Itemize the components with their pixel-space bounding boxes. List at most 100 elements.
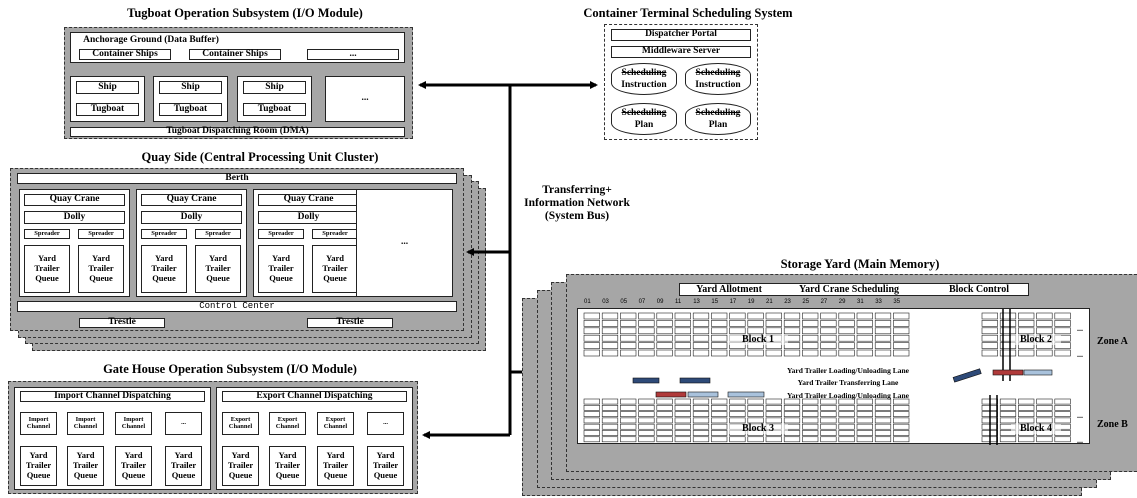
container-slot bbox=[783, 320, 801, 327]
container-slot bbox=[711, 312, 728, 320]
container-slot bbox=[583, 404, 600, 411]
anchorage-title: Anchorage Ground (Data Buffer) bbox=[83, 35, 219, 45]
container-slot bbox=[620, 423, 637, 430]
container-slot bbox=[765, 436, 782, 443]
container-slot bbox=[765, 398, 782, 405]
container-slot bbox=[838, 349, 855, 357]
container-slot bbox=[1036, 417, 1053, 424]
yard-trailer-queue: Yard Trailer Queue bbox=[67, 446, 104, 486]
container-slot bbox=[893, 404, 910, 411]
container-slot bbox=[856, 349, 873, 357]
container-slot bbox=[747, 404, 764, 411]
container-slot bbox=[1054, 349, 1071, 357]
container-slot bbox=[893, 411, 910, 417]
container-slot bbox=[711, 398, 728, 405]
container-slot bbox=[692, 436, 710, 443]
ship-box: Ship bbox=[159, 81, 222, 94]
container-slot bbox=[601, 349, 619, 357]
gate-panel: Import Channel Dispatching Import Channe… bbox=[8, 381, 418, 494]
container-slot bbox=[692, 430, 710, 436]
container-slot bbox=[729, 398, 746, 405]
db-label: Scheduling bbox=[621, 108, 667, 118]
container-slot bbox=[1018, 349, 1035, 357]
container-slot bbox=[802, 436, 819, 443]
container-slot bbox=[638, 349, 655, 357]
bay-number: 25 bbox=[802, 299, 810, 305]
block-2-label: Block 2 bbox=[1011, 335, 1061, 345]
container-slot bbox=[820, 423, 837, 430]
container-ships-slot: Container Ships bbox=[79, 49, 171, 60]
quay-crane-group: Quay Crane Dolly Spreader Spreader Yard … bbox=[136, 189, 247, 297]
import-dispatching: Import Channel Dispatching Import Channe… bbox=[14, 387, 211, 490]
lane-bottom-label: Yard Trailer Loading/Unloading Lane bbox=[787, 391, 909, 400]
db-scheduling-plan: Scheduling Plan bbox=[611, 103, 677, 135]
container-slot bbox=[583, 423, 600, 430]
container-slot bbox=[711, 404, 728, 411]
yard-title: Storage Yard (Main Memory) bbox=[780, 257, 940, 271]
container-slot bbox=[583, 417, 600, 424]
import-channel: Import Channel bbox=[115, 412, 152, 435]
zone-b-label: Zone B bbox=[1097, 419, 1128, 430]
container-slot bbox=[601, 423, 619, 430]
bay-number: 19 bbox=[747, 299, 755, 305]
container-slot bbox=[620, 312, 637, 320]
container-slot bbox=[711, 342, 728, 349]
container-slot bbox=[1036, 327, 1053, 335]
container-slot bbox=[638, 436, 655, 443]
container-slot bbox=[601, 342, 619, 349]
container-slot bbox=[656, 334, 673, 342]
ship-box: Ship bbox=[76, 81, 139, 94]
container-slot bbox=[874, 411, 892, 417]
quay-more: ... bbox=[356, 189, 453, 297]
quay-crane: Quay Crane bbox=[24, 194, 125, 206]
container-slot bbox=[856, 430, 873, 436]
container-slot bbox=[802, 398, 819, 405]
spreader: Spreader bbox=[141, 229, 187, 239]
container-slot bbox=[692, 312, 710, 320]
container-slot bbox=[999, 320, 1017, 327]
container-slot bbox=[765, 327, 782, 335]
container-slot bbox=[711, 423, 728, 430]
db-scheduling-plan: Scheduling Plan bbox=[685, 103, 751, 135]
container-slot bbox=[729, 327, 746, 335]
container-slot bbox=[981, 320, 998, 327]
container-slot bbox=[874, 430, 892, 436]
export-more: ... bbox=[367, 412, 404, 435]
container-slot bbox=[838, 430, 855, 436]
yard-trailer bbox=[679, 377, 711, 384]
container-slot bbox=[1036, 436, 1053, 443]
container-slot bbox=[747, 312, 764, 320]
container-slot bbox=[820, 411, 837, 417]
anchorage-more: ... bbox=[307, 49, 399, 60]
container-slot bbox=[802, 349, 819, 357]
container-slot bbox=[802, 430, 819, 436]
container-slot bbox=[802, 334, 819, 342]
yard-trailer-queue: Yard Trailer Queue bbox=[258, 245, 304, 293]
db-label: Scheduling bbox=[621, 68, 667, 78]
bay-number: 17 bbox=[729, 299, 737, 305]
yard-trailer-queue: Yard Trailer Queue bbox=[312, 245, 358, 293]
container-slot bbox=[747, 436, 764, 443]
yard-zone-area: Block 1 Block 2 Block 3 Block 4 Yard Tra… bbox=[577, 308, 1090, 445]
container-slot bbox=[874, 342, 892, 349]
container-slot bbox=[874, 312, 892, 320]
container-slot bbox=[656, 342, 673, 349]
container-slot bbox=[999, 312, 1017, 320]
container-slot bbox=[783, 312, 801, 320]
middleware-server: Middleware Server bbox=[611, 46, 751, 58]
lane-top-label: Yard Trailer Loading/Unloading Lane bbox=[787, 366, 909, 375]
container-slot bbox=[820, 436, 837, 443]
container-slot bbox=[1054, 398, 1071, 405]
container-slot bbox=[692, 349, 710, 357]
quay-title: Quay Side (Central Processing Unit Clust… bbox=[141, 150, 379, 164]
container-slot bbox=[856, 423, 873, 430]
container-slot bbox=[674, 404, 691, 411]
bay-number: 23 bbox=[784, 299, 791, 305]
import-channel: Import Channel bbox=[20, 412, 57, 435]
container-slot bbox=[1054, 417, 1071, 424]
container-slot bbox=[1036, 404, 1053, 411]
tugboat-box: Tugboat bbox=[76, 103, 139, 116]
spreader: Spreader bbox=[258, 229, 304, 239]
ctss-panel: Dispatcher Portal Middleware Server Sche… bbox=[604, 24, 758, 140]
